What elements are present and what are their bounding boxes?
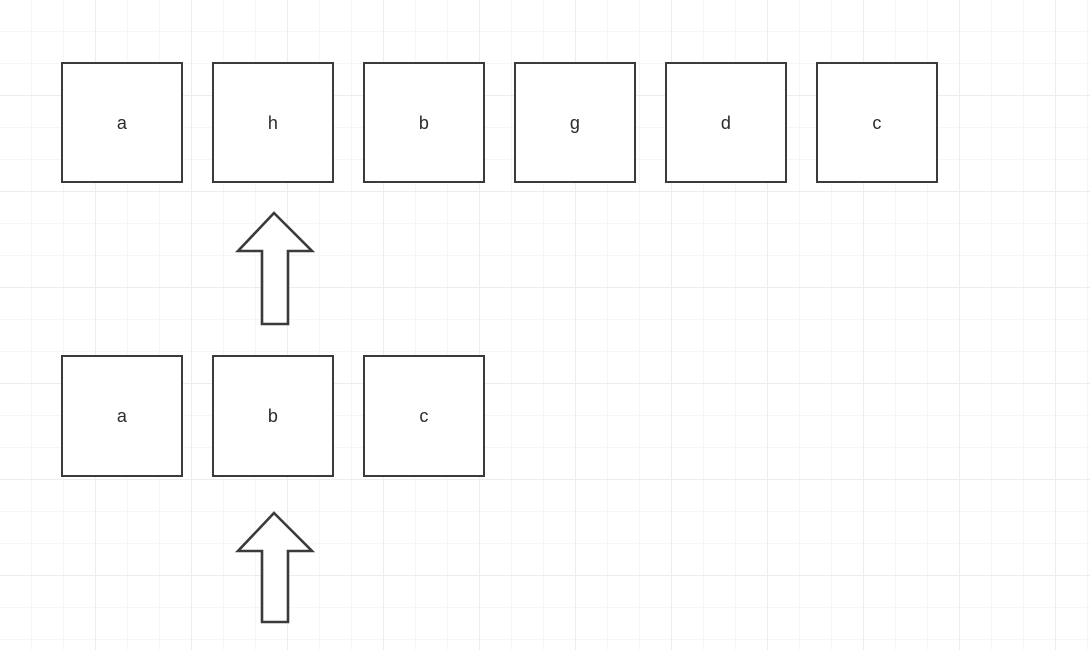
node-box[interactable]: b bbox=[363, 62, 485, 183]
arrow-up-icon bbox=[234, 211, 316, 326]
node-label: h bbox=[267, 112, 279, 133]
node-box[interactable]: a bbox=[61, 62, 183, 183]
node-box[interactable]: h bbox=[212, 62, 334, 183]
node-label: c bbox=[872, 112, 882, 133]
node-box[interactable]: g bbox=[514, 62, 636, 183]
node-label: g bbox=[569, 112, 581, 133]
node-box[interactable]: b bbox=[212, 355, 334, 477]
node-box[interactable]: d bbox=[665, 62, 787, 183]
node-label: c bbox=[419, 406, 429, 426]
node-label: b bbox=[267, 406, 279, 426]
arrow-up-to-bottom-row[interactable] bbox=[234, 509, 316, 626]
node-label: a bbox=[116, 406, 128, 426]
node-label: b bbox=[418, 112, 430, 133]
node-box[interactable]: c bbox=[816, 62, 938, 183]
arrow-up-icon bbox=[234, 511, 316, 624]
node-label: a bbox=[116, 112, 128, 133]
node-box[interactable]: c bbox=[363, 355, 485, 477]
arrow-up-to-top-row[interactable] bbox=[234, 209, 316, 328]
node-label: d bbox=[720, 112, 732, 133]
node-box[interactable]: a bbox=[61, 355, 183, 477]
